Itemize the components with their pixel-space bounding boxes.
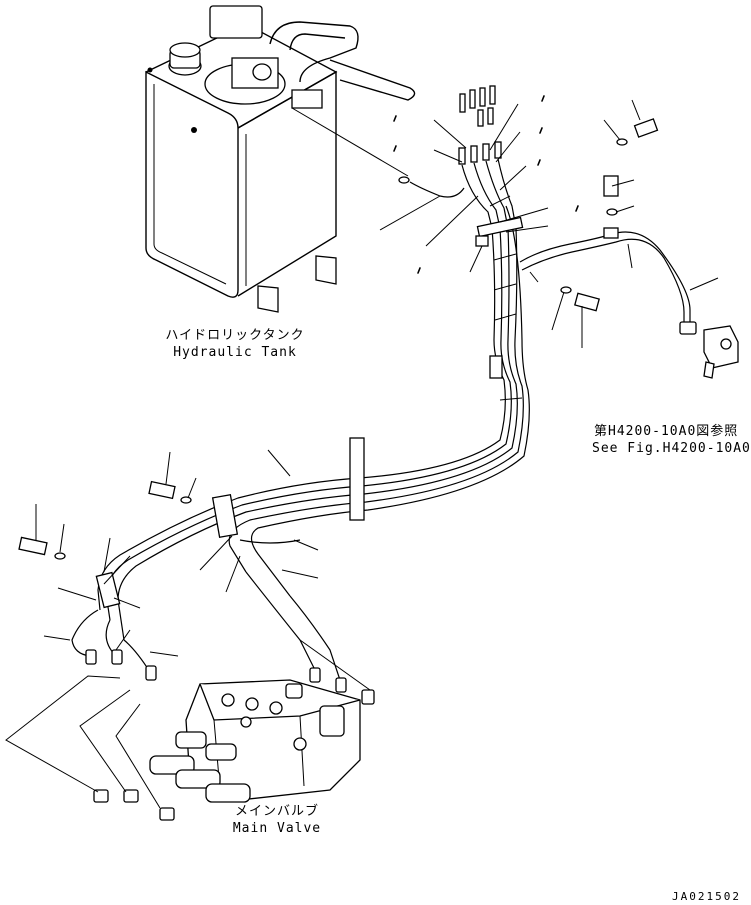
see-fig-label-jp: 第H4200-10A0図参照	[594, 424, 739, 439]
right-hose-assembly	[475, 118, 739, 379]
upper-hose-bundle	[95, 85, 530, 641]
tank-return-hose	[409, 181, 465, 198]
leader-lines	[5, 99, 719, 809]
main-valve-label-jp: メインバルブ	[234, 804, 319, 819]
tank-hose-fitting	[398, 176, 410, 184]
main-valve-label-en: Main Valve	[232, 821, 322, 836]
hydraulic-tank	[145, 5, 416, 313]
reference-marks	[393, 95, 579, 274]
lower-hoses	[71, 539, 375, 821]
hydraulic-tank-label-en: Hydraulic Tank	[173, 345, 297, 360]
drawing-code: JA021502	[672, 890, 741, 903]
left-bolts	[18, 480, 192, 560]
hydraulic-tank-label-jp: ハイドロリックタンク	[165, 328, 305, 343]
main-valve	[149, 679, 361, 803]
see-fig-label-en: See Fig.H4200-10A0	[592, 441, 751, 456]
